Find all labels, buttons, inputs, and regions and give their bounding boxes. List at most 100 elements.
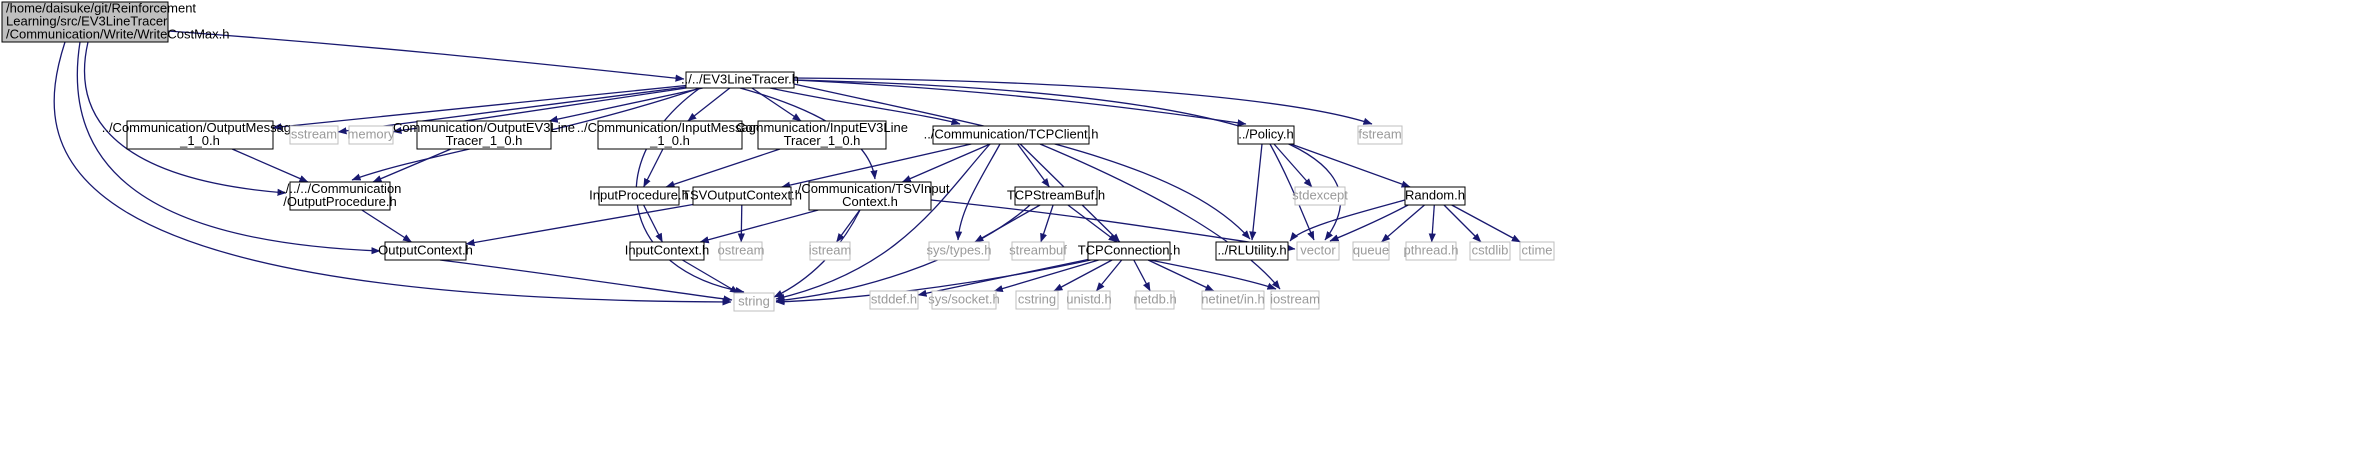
node-tcpconn[interactable]: TCPConnection.h	[1078, 241, 1181, 261]
edge-tcpclient-to-tcpstream	[1017, 143, 1050, 188]
node-label: ../../EV3LineTracer.h	[681, 72, 799, 87]
node-box	[289, 181, 391, 211]
edge-tcpclient-to-tsvin	[901, 143, 991, 183]
edge-ev3-to-string	[635, 87, 745, 295]
edge-ev3-to-outmsg	[272, 84, 687, 131]
node-box	[1087, 241, 1171, 261]
node-box	[808, 181, 932, 211]
node-box	[1270, 290, 1320, 310]
node-label: memory	[348, 127, 395, 142]
node-label: istream	[809, 243, 852, 258]
node-label: queue	[1353, 243, 1389, 258]
node-label: InputProcedure.h	[589, 188, 689, 203]
node-label: vector	[1300, 243, 1336, 258]
edge-ev3-to-inmsg	[687, 87, 731, 122]
node-box	[1352, 241, 1390, 261]
edge-tcpclient-to-iostream	[1039, 143, 1281, 290]
edge-random-to-vector	[1329, 203, 1411, 242]
edge-outmsg-to-outproc	[231, 148, 309, 183]
edge-tcpstream-to-streambuf	[1040, 204, 1054, 243]
node-pthread: pthread.h	[1404, 241, 1459, 261]
node-outmsg[interactable]: ../Communication/OutputMessage_1_0.h	[102, 120, 299, 150]
node-label: sstream	[291, 127, 337, 142]
node-box	[289, 125, 339, 145]
node-box	[1201, 290, 1265, 310]
node-label: cstring	[1018, 292, 1056, 307]
node-box	[809, 241, 851, 261]
node-box	[348, 125, 394, 145]
node-box	[416, 120, 552, 150]
edge-random-to-rlutil	[1289, 199, 1406, 242]
node-ctime: ctime	[1519, 241, 1555, 261]
edge-inctx-to-string	[682, 259, 739, 294]
node-box	[928, 241, 990, 261]
node-inctx[interactable]: InputContext.h	[625, 241, 710, 261]
node-box	[1296, 241, 1340, 261]
node-label: Tracer_1_0.h	[784, 133, 861, 148]
node-box	[598, 186, 680, 206]
edge-tcpconn-to-unistd	[1095, 259, 1123, 292]
node-ev3[interactable]: ../../EV3LineTracer.h	[681, 71, 799, 89]
node-outctx[interactable]: OutputContext.h	[378, 241, 473, 261]
node-label: pthread.h	[1404, 243, 1459, 258]
edge-outev3-to-outproc	[372, 148, 452, 183]
node-policy[interactable]: ../Policy.h	[1237, 125, 1295, 145]
node-box	[932, 125, 1090, 145]
node-label: netdb.h	[1133, 292, 1176, 307]
edge-tsvin-to-istream	[835, 209, 861, 243]
node-label: _1_0.h	[649, 133, 690, 148]
edge-tcpstream-to-tcpconn	[1067, 204, 1118, 243]
node-tcpclient[interactable]: ../Communication/TCPClient.h	[924, 125, 1099, 145]
node-box	[1405, 241, 1457, 261]
edge-tcpconn-to-cstring	[1053, 259, 1113, 292]
node-stdexcept: stdexcept	[1292, 186, 1348, 206]
edge-random-to-pthread	[1428, 204, 1436, 243]
edge-inproc-to-inctx	[643, 204, 663, 243]
node-box	[1294, 186, 1346, 206]
node-box	[1519, 241, 1555, 261]
edge-tsvin-to-inctx	[699, 209, 819, 244]
node-label: stdexcept	[1292, 188, 1348, 203]
node-memory: memory	[348, 125, 395, 145]
node-queue: queue	[1352, 241, 1390, 261]
node-sstream: sstream	[289, 125, 339, 145]
node-outproc[interactable]: ../../../Communication/OutputProcedure.h	[279, 181, 402, 211]
node-label: iostream	[1270, 292, 1320, 307]
node-label: Communication/InputEV3Line	[736, 120, 908, 135]
edge-ev3-to-fstream	[793, 77, 1373, 125]
edge-tcpconn-to-iostream	[1149, 259, 1277, 290]
node-box	[733, 292, 775, 312]
edge-tsvout-to-ostream	[737, 204, 745, 243]
node-box	[597, 120, 743, 150]
node-label: OutputContext.h	[378, 243, 473, 258]
node-ostream: ostream	[718, 241, 764, 261]
node-inproc[interactable]: InputProcedure.h	[589, 186, 689, 206]
edge-random-to-ctime	[1451, 204, 1521, 243]
node-tcpstream[interactable]: TCPStreamBuf.h	[1007, 186, 1105, 206]
node-box	[1135, 290, 1175, 310]
node-label: TCPConnection.h	[1078, 243, 1181, 258]
node-label: fstream	[1358, 127, 1401, 142]
node-netdb: netdb.h	[1133, 290, 1177, 310]
node-inmsg[interactable]: ../Communication/InputMessage_1_0.h	[577, 120, 763, 150]
node-root[interactable]: /home/daisuke/git/ReinforcementLearning/…	[1, 1, 229, 43]
node-label: Context.h	[842, 194, 898, 209]
node-fstream: fstream	[1357, 125, 1403, 145]
node-rlutil[interactable]: ../RLUtility.h	[1215, 241, 1289, 261]
node-syssocket: sys/socket.h	[928, 290, 1000, 310]
node-label: Learning/src/EV3LineTracer	[6, 14, 168, 29]
node-label: ../Communication/OutputMessage	[102, 120, 299, 135]
edge-ev3-to-tcpclient	[769, 87, 961, 125]
node-label: stddef.h	[871, 292, 917, 307]
node-tsvout[interactable]: TSVOutputContext.h	[682, 186, 802, 206]
edge-tcpconn-to-stddef	[917, 258, 1089, 297]
node-box	[692, 186, 792, 206]
node-label: ../Communication/TSVInput	[791, 181, 950, 196]
node-box	[1014, 186, 1098, 206]
node-random[interactable]: Random.h	[1404, 186, 1466, 206]
node-unistd: unistd.h	[1066, 290, 1112, 310]
